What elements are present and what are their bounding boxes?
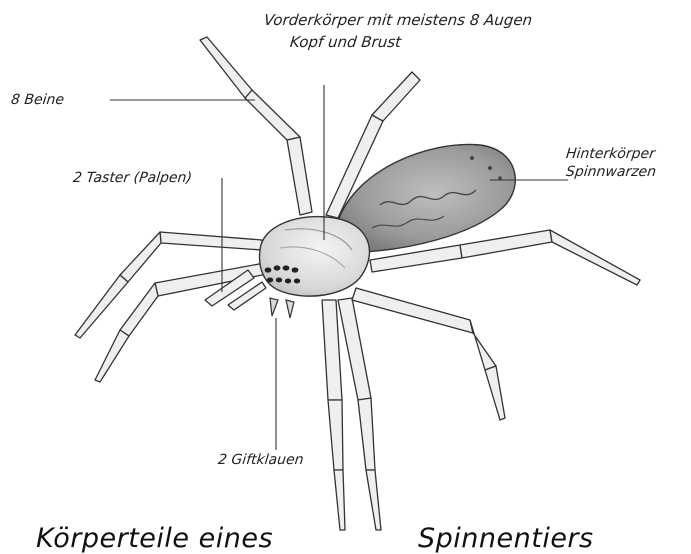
leg-right-3 (352, 288, 473, 333)
label-abdomen-line1: Hinterkörper (565, 146, 656, 163)
cephalothorax (260, 217, 370, 297)
title-left: Körperteile eines (36, 524, 273, 554)
label-palps: 2 Taster (Palpen) (72, 170, 193, 187)
leg-left-2 (160, 232, 262, 250)
label-legs: 8 Beine (10, 92, 65, 109)
leg-front-left (287, 137, 312, 215)
fangs (270, 298, 294, 318)
label-fangs: 2 Giftklauen (217, 452, 304, 469)
leg-back-middle (338, 298, 371, 400)
leg-back-left (322, 300, 342, 400)
spider-legs (75, 37, 640, 530)
label-abdomen-line2: Spinnwarzen (565, 164, 657, 181)
title-right: Spinnentiers (418, 524, 594, 554)
label-front-body-line1: Vorderkörper mit meistens 8 Augen (263, 12, 533, 29)
label-front-body-line2: Kopf und Brust (289, 34, 402, 51)
